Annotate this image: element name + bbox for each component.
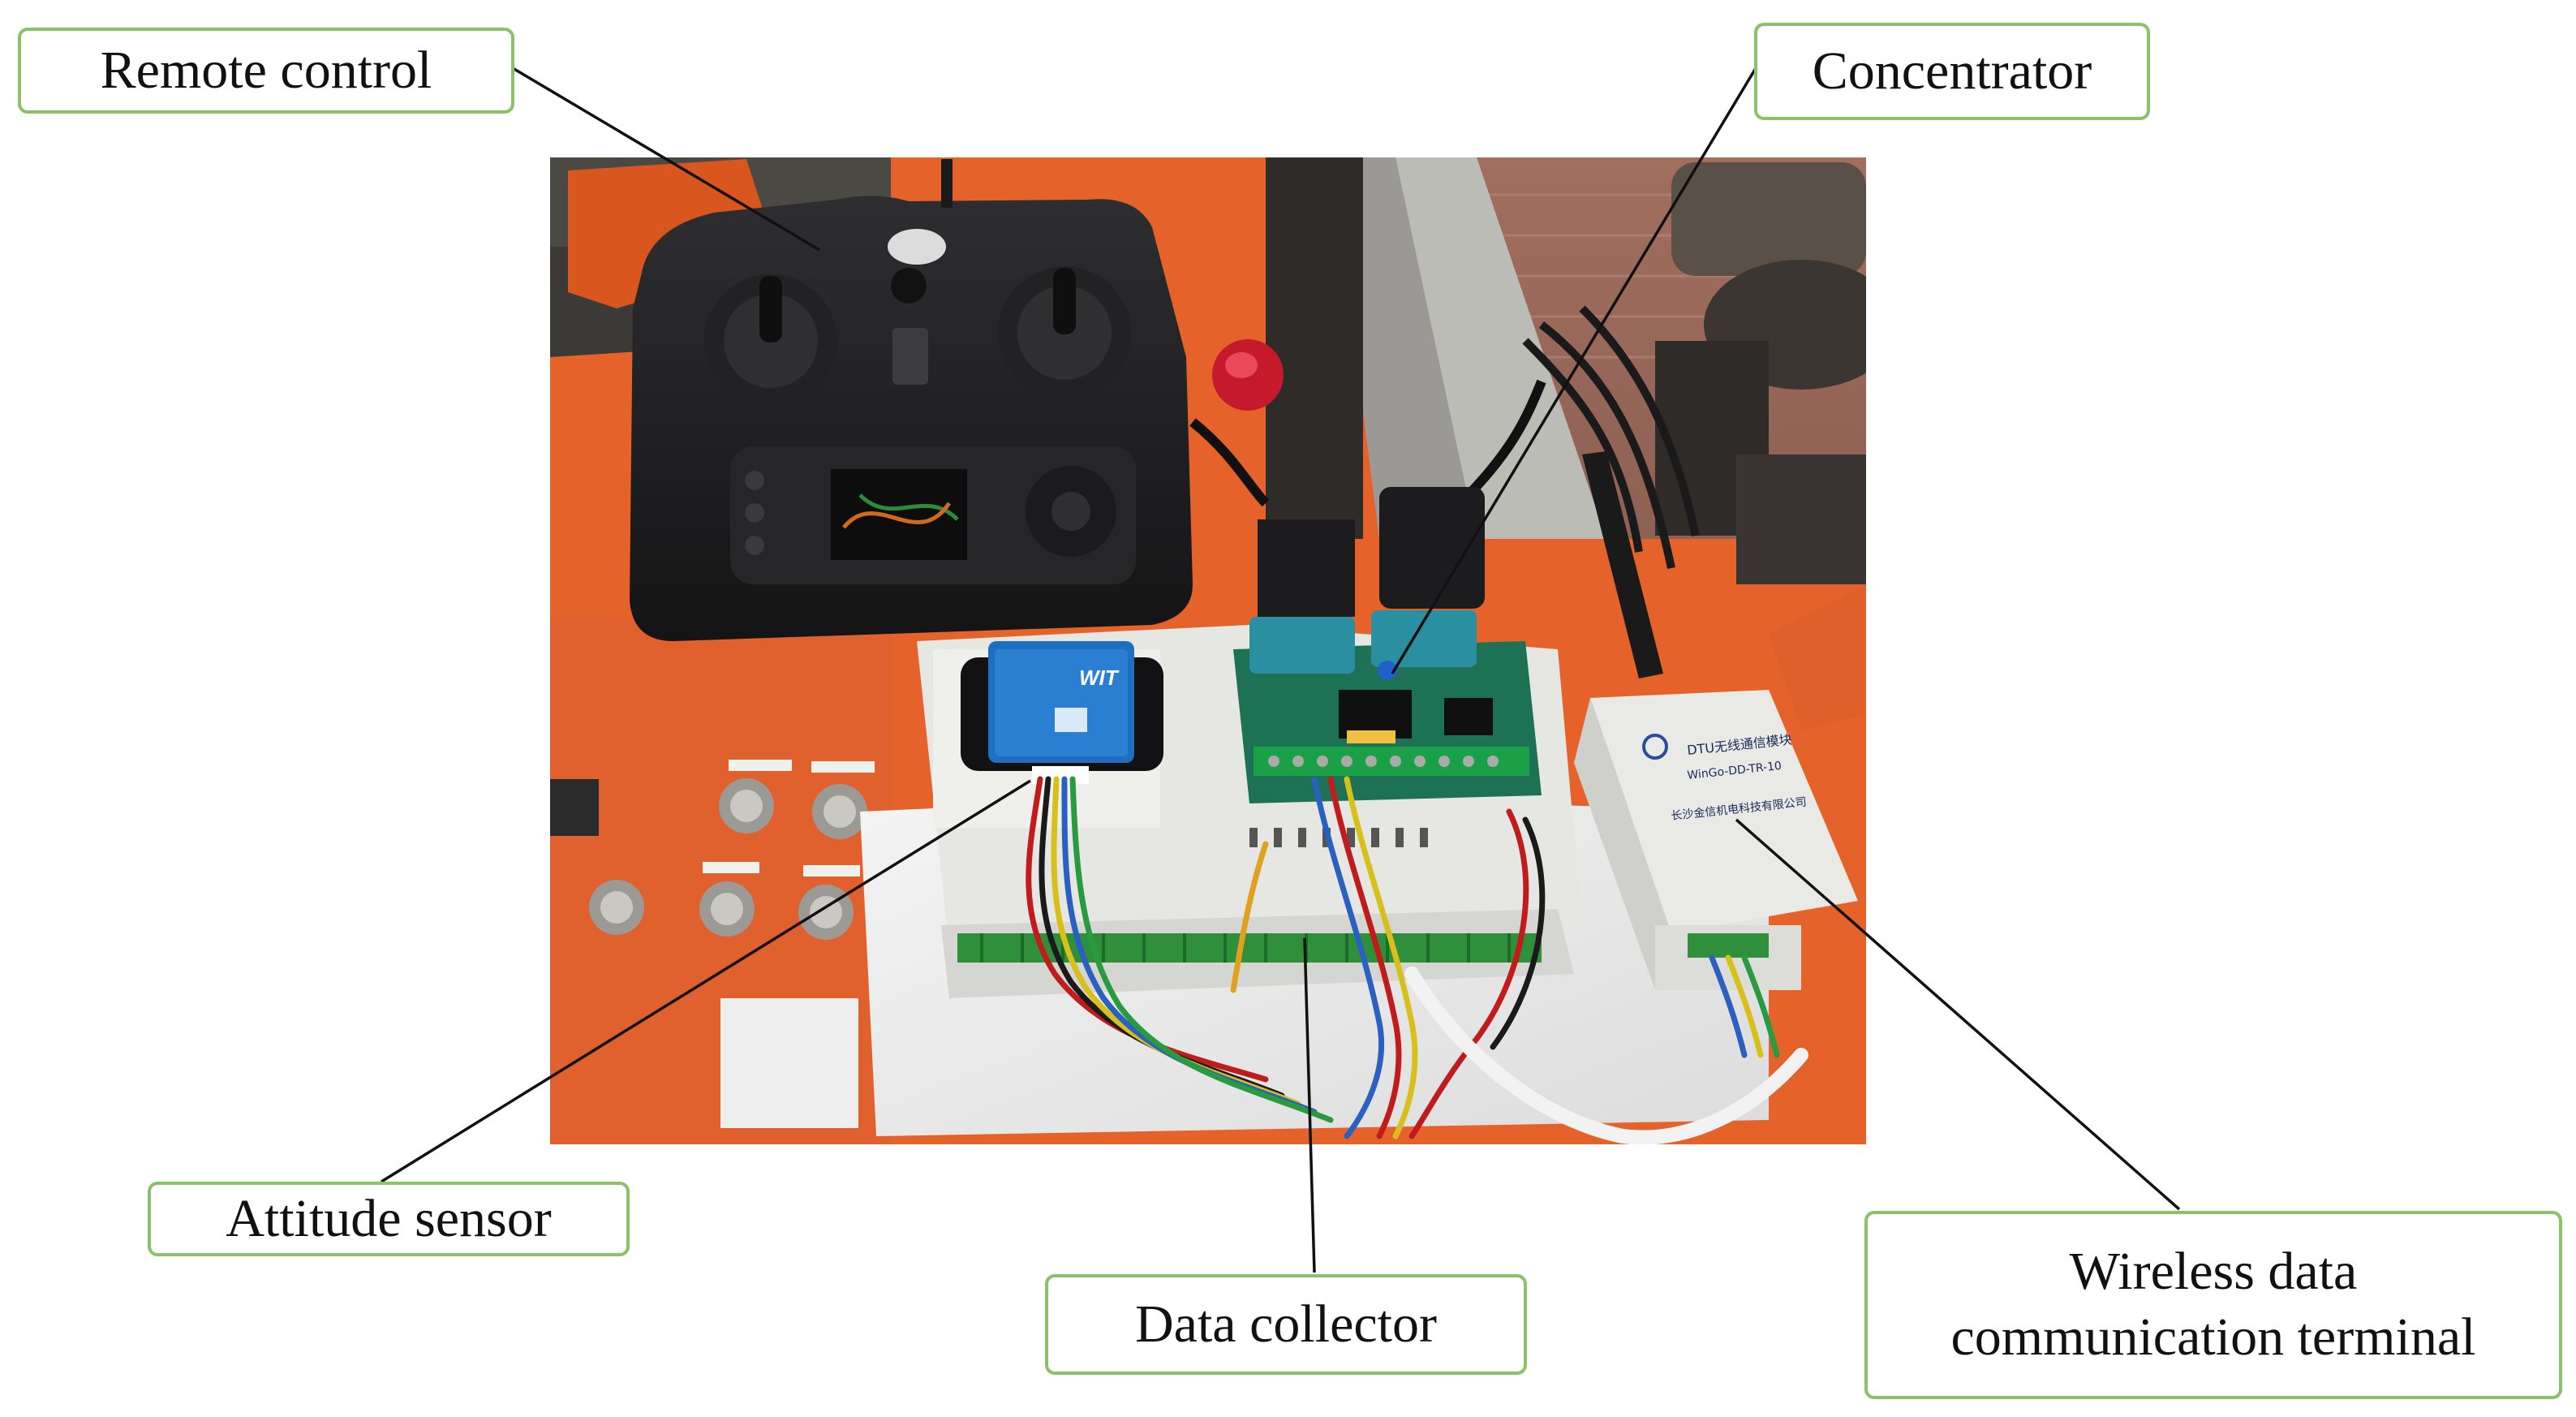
leader-data-collector (1303, 937, 1316, 1273)
label-data-collector: Data collector (1045, 1274, 1527, 1375)
concentrator-text: Concentrator (1812, 41, 2092, 101)
label-remote-control: Remote control (18, 28, 514, 114)
wireless-terminal-line2: communication terminal (1950, 1307, 2476, 1367)
leader-concentrator (1391, 67, 1757, 674)
wiring-harness (1026, 776, 1808, 1144)
photograph: WIT (550, 157, 1866, 1144)
wireless-terminal-line1: Wireless data (2069, 1242, 2358, 1302)
remote-control-text: Remote control (100, 40, 432, 100)
leader-lines (381, 67, 2181, 1273)
leader-attitude-sensor (381, 779, 1031, 1183)
label-wireless-terminal: Wireless data communication terminal (1864, 1211, 2562, 1399)
sensor-brand-text: WIT (1079, 665, 1120, 690)
remote-controller (630, 159, 1193, 642)
leader-remote-control (512, 67, 820, 252)
label-concentrator: Concentrator (1754, 23, 2150, 120)
wireless-terminal-unit: DTU无线通信模块 WinGo-DD-TR-10 长沙金信机电科技有限公司 (1574, 690, 1858, 990)
attitude-sensor-text: Attitude sensor (226, 1188, 552, 1248)
concentrator-board (1233, 487, 1542, 803)
attitude-sensor-unit: WIT (961, 641, 1163, 784)
panel-buttons (550, 760, 875, 940)
data-collector-text: Data collector (1135, 1294, 1437, 1354)
leader-wireless-terminal (1735, 818, 2181, 1211)
label-attitude-sensor: Attitude sensor (148, 1182, 630, 1256)
